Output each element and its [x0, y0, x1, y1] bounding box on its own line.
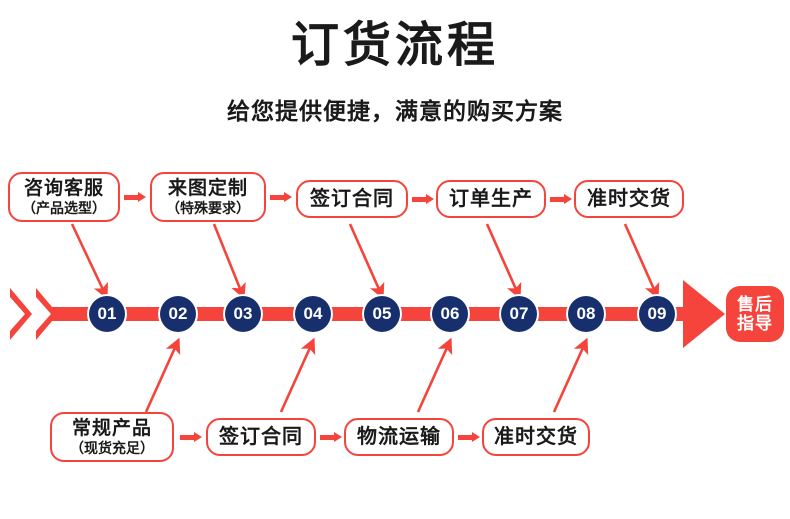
wire-top1-node01 — [70, 223, 108, 300]
timeline-node-07-label: 07 — [509, 304, 529, 323]
top-connector-4-5 — [550, 194, 572, 204]
top-step-1[interactable]: 咨询客服 （产品选型） — [8, 172, 120, 222]
timeline-node-01-label: 01 — [97, 304, 117, 323]
bottom-step-4-title: 准时交货 — [494, 425, 578, 448]
timeline-node-07[interactable]: 07 — [501, 296, 537, 332]
bottom-connector-2-3 — [320, 432, 342, 442]
top-step-1-subtitle: （产品选型） — [22, 200, 106, 217]
top-step-2[interactable]: 来图定制 （特殊要求） — [150, 172, 266, 222]
wire-bottom1-node02 — [144, 337, 181, 413]
wire-top5-node09 — [623, 223, 660, 300]
top-connector-3-4 — [412, 194, 434, 204]
top-connector-2-3 — [270, 192, 292, 202]
page-subtitle: 给您提供便捷，满意的购买方案 — [227, 98, 563, 124]
top-step-2-subtitle: （特殊要求） — [166, 200, 250, 217]
timeline-node-06-label: 06 — [440, 304, 460, 323]
wire-bottom4-node08 — [552, 337, 589, 413]
bottom-step-2-title: 签订合同 — [219, 425, 303, 448]
wire-top2-node03 — [212, 223, 246, 300]
wire-top3-node05 — [348, 223, 385, 300]
timeline-arrowhead — [683, 280, 725, 348]
wire-bottom3-node06 — [416, 337, 453, 413]
timeline-node-06[interactable]: 06 — [432, 296, 468, 332]
bottom-step-1[interactable]: 常规产品 （现货充足） — [50, 412, 174, 462]
top-step-4[interactable]: 订单生产 — [436, 180, 546, 218]
chevron-icon-1-notch — [10, 297, 25, 331]
top-step-1-title: 咨询客服 — [23, 177, 104, 199]
top-connector-1-2 — [124, 192, 146, 202]
bottom-step-1-title: 常规产品 — [71, 417, 152, 439]
chevron-icon-2-notch — [36, 297, 51, 331]
after-sales-badge-line1: 售后 — [737, 294, 773, 314]
timeline-node-08[interactable]: 08 — [568, 296, 604, 332]
top-step-5[interactable]: 准时交货 — [574, 180, 684, 218]
timeline-node-03-label: 03 — [233, 304, 253, 323]
after-sales-badge[interactable]: 售后 指导 — [726, 286, 784, 342]
bottom-connector-1-2 — [180, 432, 202, 442]
timeline-node-04-label: 04 — [303, 304, 323, 323]
wire-top4-node07 — [485, 223, 522, 300]
bottom-step-3-title: 物流运输 — [357, 425, 441, 448]
timeline-node-09-label: 09 — [647, 304, 667, 323]
timeline-node-02-label: 02 — [168, 304, 188, 323]
bottom-connector-3-4 — [458, 432, 480, 442]
timeline-node-08-label: 08 — [576, 304, 596, 323]
page-title: 订货流程 — [290, 19, 499, 72]
timeline-node-09[interactable]: 09 — [639, 296, 675, 332]
timeline-node-03[interactable]: 03 — [225, 296, 261, 332]
top-step-5-title: 准时交货 — [587, 187, 671, 210]
top-step-3[interactable]: 签订合同 — [296, 180, 408, 218]
after-sales-badge-line2: 指导 — [737, 314, 773, 333]
timeline-node-01[interactable]: 01 — [89, 296, 125, 332]
top-step-3-title: 签订合同 — [310, 187, 394, 210]
timeline-node-02[interactable]: 02 — [160, 296, 196, 332]
bottom-step-2[interactable]: 签订合同 — [206, 418, 316, 456]
timeline-node-05[interactable]: 05 — [364, 296, 400, 332]
top-step-2-title: 来图定制 — [167, 177, 248, 199]
bottom-step-4[interactable]: 准时交货 — [482, 418, 590, 456]
top-step-4-title: 订单生产 — [449, 187, 533, 210]
bottom-step-1-subtitle: （现货充足） — [70, 440, 154, 457]
bottom-step-3[interactable]: 物流运输 — [344, 418, 454, 456]
wire-bottom2-node04 — [279, 337, 316, 413]
timeline-node-04[interactable]: 04 — [295, 296, 331, 332]
timeline-node-05-label: 05 — [372, 304, 392, 323]
